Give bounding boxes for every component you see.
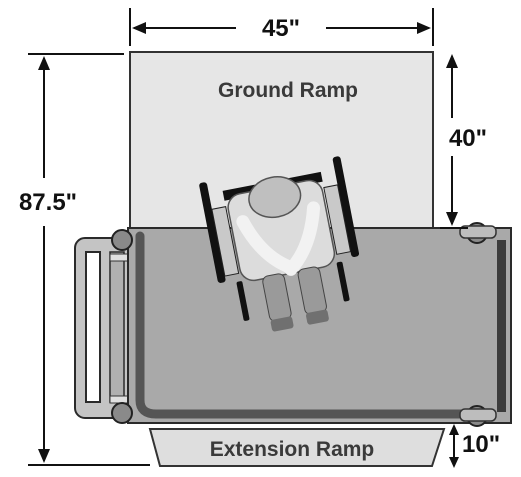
width-dimension-label: 45" — [262, 15, 300, 42]
height-dimension — [28, 53, 150, 466]
extension-ramp-dimension-label: 10" — [462, 431, 500, 458]
extension-ramp — [148, 428, 446, 467]
ground-ramp-dimension-label: 40" — [449, 125, 487, 152]
ground-ramp-dimension — [440, 54, 468, 229]
height-dimension-label: 87.5" — [19, 189, 77, 216]
lift-rail-left — [74, 237, 133, 419]
platform-right-edge — [497, 240, 506, 412]
extension-ramp-dimension — [449, 424, 459, 468]
extension-ramp-label: Extension Ramp — [210, 438, 375, 461]
wheelchair-occupant — [199, 156, 360, 332]
ground-ramp-label: Ground Ramp — [218, 79, 358, 102]
width-dimension — [129, 8, 434, 46]
platform-side-guard — [135, 231, 471, 419]
